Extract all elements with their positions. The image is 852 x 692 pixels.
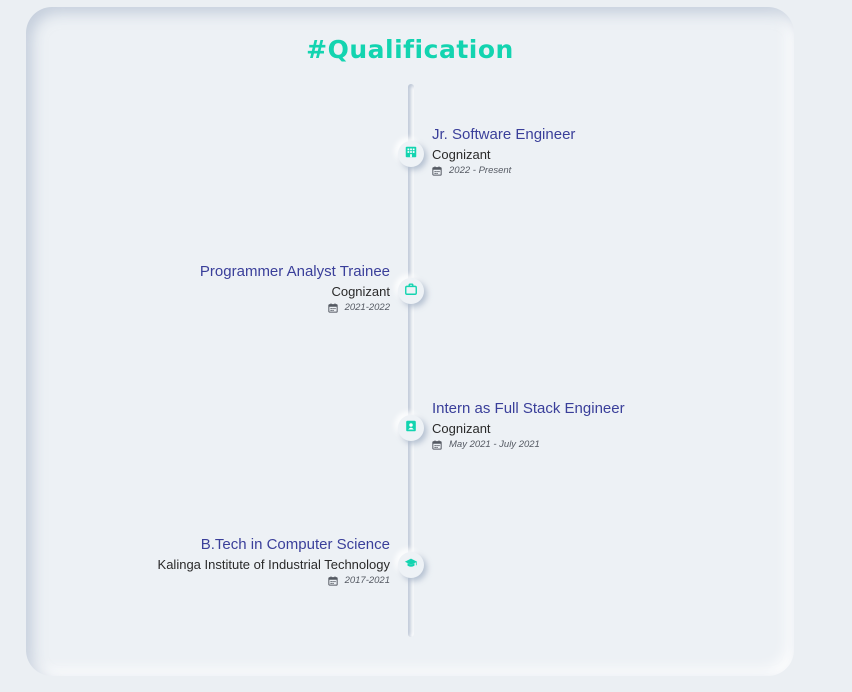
entry-date: 2021-2022 (60, 301, 390, 315)
calendar-icon (432, 166, 442, 176)
timeline-entry: Intern as Full Stack Engineer Cognizant … (432, 399, 762, 452)
calendar-icon (327, 303, 338, 313)
timeline-line (408, 84, 414, 637)
briefcase-icon (404, 282, 418, 301)
entry-organization: Cognizant (331, 284, 390, 299)
timeline-node (398, 552, 424, 578)
id-badge-icon (404, 419, 418, 438)
timeline-node (398, 141, 424, 167)
entry-date: 2022 - Present (432, 164, 762, 178)
section-title: #Qualification (306, 35, 514, 64)
entry-role: Intern as Full Stack Engineer (432, 400, 625, 417)
timeline-entry: Programmer Analyst Trainee Cognizant 202… (60, 262, 390, 315)
graduation-cap-icon (404, 556, 418, 575)
entry-period: 2017-2021 (344, 575, 390, 586)
entry-role: Jr. Software Engineer (432, 126, 576, 143)
entry-role: Programmer Analyst Trainee (199, 263, 390, 280)
entry-date: May 2021 - July 2021 (432, 438, 762, 452)
entry-organization: Cognizant (432, 421, 491, 436)
entry-date: 2017-2021 (60, 574, 390, 588)
entry-organization: Cognizant (432, 147, 491, 162)
timeline-node (398, 415, 424, 441)
timeline-entry: Jr. Software Engineer Cognizant 2022 - P… (432, 125, 762, 178)
timeline-node (398, 278, 424, 304)
entry-organization: Kalinga Institute of Industrial Technolo… (157, 557, 390, 572)
timeline-entry: B.Tech in Computer Science Kalinga Insti… (60, 535, 390, 588)
entry-period: 2021-2022 (344, 302, 390, 313)
calendar-icon (432, 440, 442, 450)
entry-period: May 2021 - July 2021 (449, 439, 540, 450)
calendar-icon (327, 576, 338, 586)
entry-period: 2022 - Present (449, 165, 512, 176)
qualification-card: #Qualification Jr. Software Engineer Cog… (26, 7, 794, 676)
building-icon (404, 145, 418, 164)
entry-role: B.Tech in Computer Science (200, 536, 390, 553)
